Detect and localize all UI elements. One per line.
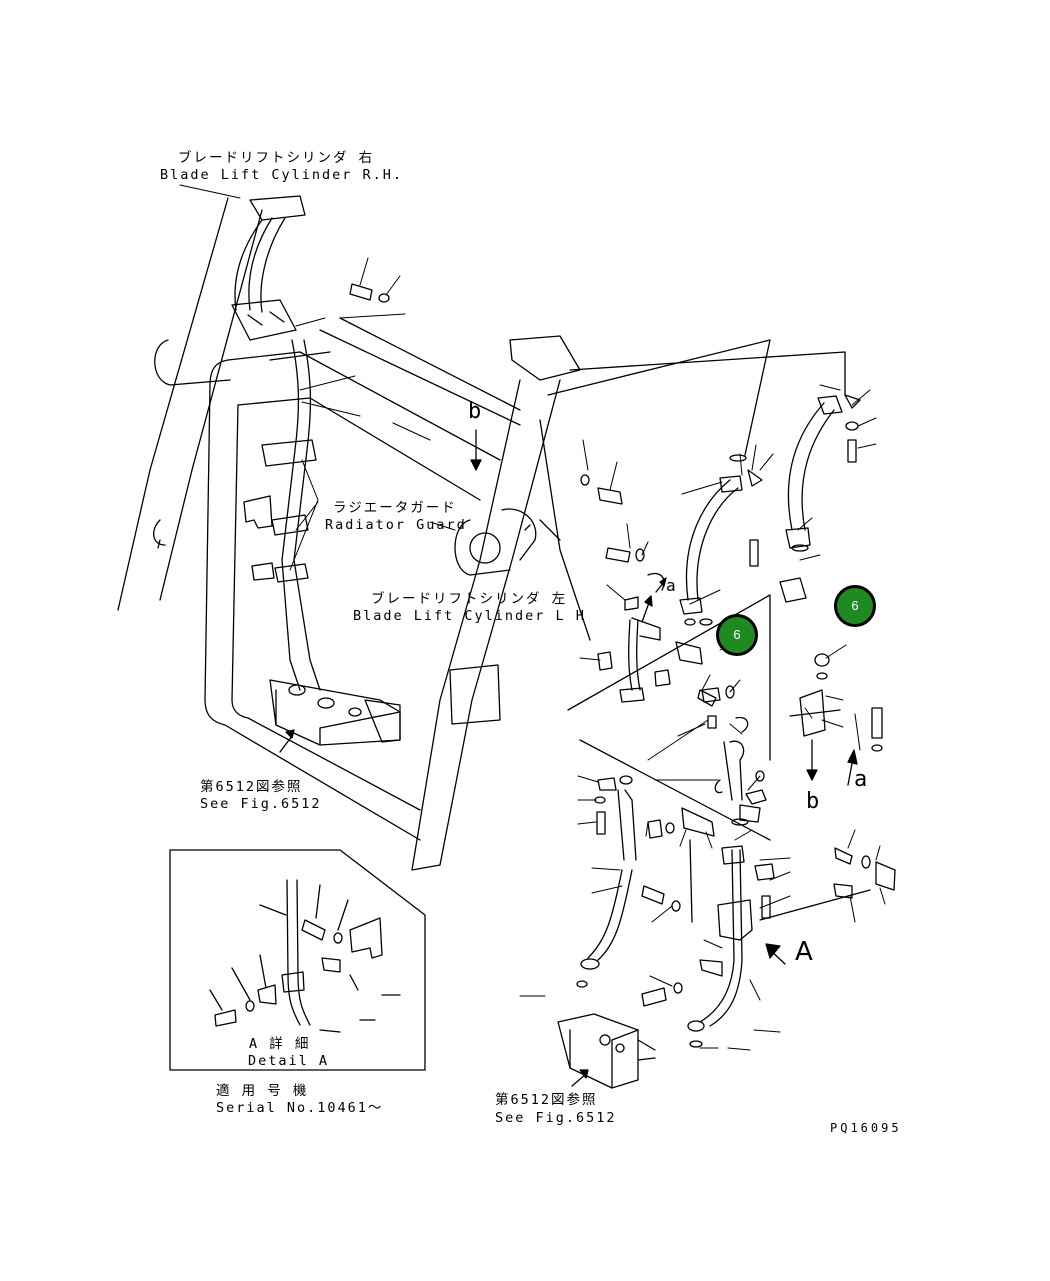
ref-b-bottom: b bbox=[806, 789, 822, 814]
cylinder-lh-label-en: Blade Lift Cylinder L H bbox=[353, 608, 586, 624]
arrows bbox=[279, 429, 858, 1087]
hydraulic-hose-lower-right bbox=[687, 845, 896, 1032]
cylinder-lh-label-jp: ブレードリフトシリンダ 左 bbox=[371, 591, 568, 607]
right-bracket-assembly bbox=[779, 577, 883, 752]
blade-lift-cylinder-lh bbox=[411, 335, 581, 871]
leader-lines bbox=[179, 184, 886, 1051]
valve-block-bottom bbox=[557, 1013, 656, 1089]
hydraulic-hose-upper-right bbox=[785, 394, 861, 549]
hydraulic-hose-pair-left bbox=[261, 339, 331, 691]
ref-a-mid: a bbox=[854, 767, 870, 792]
see-fig-label-jp-1: 第6512図参照 bbox=[200, 779, 303, 795]
see-fig-label-en-2: See Fig.6512 bbox=[495, 1110, 617, 1126]
blade-lift-cylinder-rh bbox=[117, 197, 263, 611]
drawing-number: PQ16095 bbox=[830, 1121, 902, 1135]
ref-A-label: A bbox=[795, 937, 813, 967]
callout-part-6-right: 6 bbox=[834, 585, 876, 627]
assembly-guide-lines bbox=[539, 339, 846, 841]
bolts bbox=[349, 283, 721, 1007]
hydraulic-hose-mid bbox=[679, 469, 763, 615]
see-fig-label-jp-2: 第6512図参照 bbox=[495, 1092, 598, 1108]
radiator-guard-frame bbox=[204, 317, 521, 841]
ref-a-small: a bbox=[666, 576, 678, 595]
cylinder-rh-label-jp: ブレードリフトシリンダ 右 bbox=[178, 150, 375, 166]
callout-part-6-left: 6 bbox=[716, 614, 758, 656]
detail-a-box bbox=[169, 849, 426, 1071]
center-fittings bbox=[580, 474, 767, 970]
detail-a-label-jp: A 詳 細 bbox=[249, 1036, 311, 1052]
see-fig-label-en-1: See Fig.6512 bbox=[200, 796, 322, 812]
serial-label-en: Serial No.10461～ bbox=[216, 1100, 384, 1116]
cylinder-rh-head-fitting bbox=[231, 195, 306, 341]
serial-label-jp: 適 用 号 機 bbox=[216, 1083, 309, 1099]
ref-b-top: b bbox=[468, 399, 484, 424]
hose-brackets-left bbox=[243, 495, 275, 581]
cylinder-rh-label-en: Blade Lift Cylinder R.H. bbox=[160, 167, 404, 183]
radiator-guard-label-jp: ラジエータガード bbox=[333, 500, 457, 516]
valve-block-left bbox=[269, 679, 401, 746]
washers bbox=[576, 454, 809, 1048]
detail-a-label-en: Detail A bbox=[248, 1053, 330, 1069]
radiator-guard-label-en: Radiator Guard bbox=[325, 517, 467, 533]
